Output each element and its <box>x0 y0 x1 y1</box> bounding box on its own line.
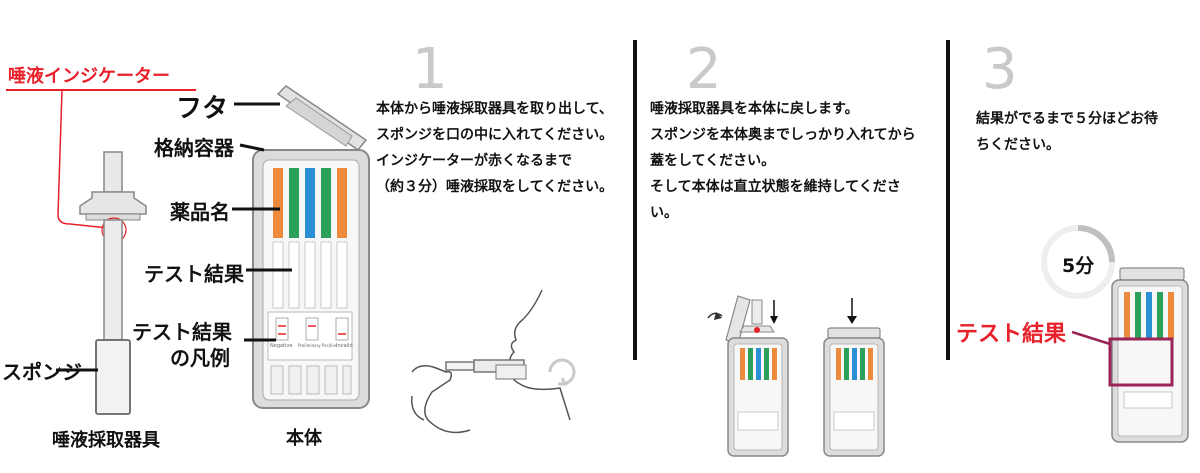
legend-label-line2: の凡例 <box>170 346 230 370</box>
test-result-label: テスト結果 <box>144 262 244 286</box>
step3-illustration <box>1041 225 1189 443</box>
result-highlight-box <box>1108 337 1174 387</box>
legend-label-line1: テスト結果 <box>132 320 232 344</box>
collector-caption: 唾液採取器具 <box>52 430 160 451</box>
indicator-leader-line <box>6 89 196 229</box>
step-1-line-4: （約３分）唾液採取をしてください。 <box>376 179 614 195</box>
result-red-label: テスト結果 <box>956 322 1067 347</box>
legend-mini-negative: Negative <box>270 343 293 349</box>
test-body-device <box>232 85 370 409</box>
step2-illustration <box>707 295 885 457</box>
step-2-line-2: スポンジを本体奥までしっかり入れてから <box>650 127 916 143</box>
drug-stripes <box>273 168 347 238</box>
step-3-line-2: ちください。 <box>976 137 1060 153</box>
body-caption: 本体 <box>286 428 322 449</box>
container-label: 格納容器 <box>154 136 234 160</box>
step-2-line-3: 蓋をしてください。 <box>650 153 776 169</box>
timer-arc <box>1077 225 1115 263</box>
step-1-line-2: スポンジを口の中に入れてください。 <box>376 127 614 143</box>
step-2-line-5: い。 <box>650 205 678 221</box>
legend-mini-positive: Preliminary Positive <box>298 343 338 348</box>
divider-2 <box>946 40 950 360</box>
step-3-number: 3 <box>982 37 1018 102</box>
step1-illustration <box>411 289 576 434</box>
step-1-line-3: インジケーターが赤くなるまで <box>376 153 572 169</box>
step-2-line-1: 唾液採取器具を本体に戻します。 <box>650 101 859 117</box>
saliva-collector <box>56 151 147 415</box>
lid-label: フタ <box>176 94 229 124</box>
step-2-text: 唾液採取器具を本体に戻します。 スポンジを本体奥までしっかり入れてから 蓋をして… <box>650 96 916 226</box>
sponge-label: スポンジ <box>2 360 82 384</box>
step-3-text: 結果がでるまで５分ほどお待 ちください。 <box>976 106 1158 158</box>
step-1-number: 1 <box>412 37 448 102</box>
timer-label: 5分 <box>1062 255 1095 277</box>
indicator-label: 唾液インジケーター <box>8 66 170 87</box>
legend-mini-invalid: Invalid <box>336 343 353 349</box>
step-3-line-1: 結果がでるまで５分ほどお待 <box>976 111 1158 127</box>
step-2-number: 2 <box>686 37 722 102</box>
step-1-text: 本体から唾液採取器具を取り出して、 スポンジを口の中に入れてください。 インジケ… <box>376 96 613 200</box>
step-1-line-1: 本体から唾液採取器具を取り出して、 <box>376 101 613 117</box>
drug-name-label: 薬品名 <box>170 200 230 224</box>
divider-1 <box>633 40 637 360</box>
step-2-line-4: そして本体は直立状態を維持してくださ <box>650 179 901 195</box>
